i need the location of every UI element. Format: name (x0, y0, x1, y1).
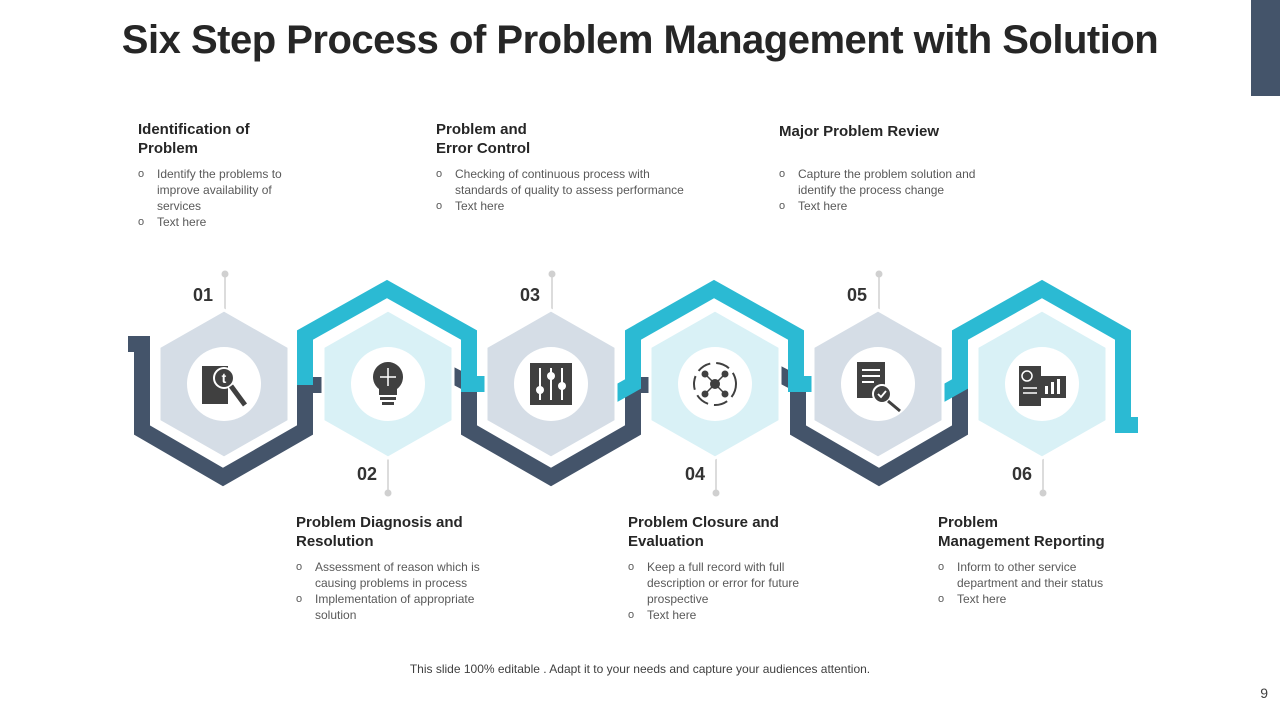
network-cycle-icon (693, 362, 737, 406)
step-1-heading: Identification of Problem (138, 121, 250, 157)
step-4-heading: Problem Closure and Evaluation (628, 514, 779, 550)
control-sliders-icon (530, 363, 572, 405)
step-2-heading: Problem Diagnosis and Resolution (296, 514, 463, 550)
step-number-02: 02 (356, 464, 378, 484)
teal-zigzag-path (297, 279, 1138, 444)
step-6-heading: Problem Management Reporting (938, 514, 1105, 550)
document-review-icon (857, 362, 901, 413)
connector-lines (221, 270, 1047, 497)
step-number-05: 05 (846, 285, 868, 305)
corner-accent-bar (1251, 0, 1280, 96)
step-number-01: 01 (192, 285, 214, 305)
report-chart-icon (1019, 366, 1066, 406)
search-problem-icon: t (202, 366, 248, 407)
slide-footer-note: This slide 100% editable . Adapt it to y… (409, 662, 871, 676)
step-5-heading: Major Problem Review (779, 123, 940, 140)
svg-text:t: t (222, 370, 227, 386)
step-number-06: 06 (1011, 464, 1033, 484)
step-number-03: 03 (519, 285, 541, 305)
step-number-04: 04 (684, 464, 706, 484)
step-3-heading: Problem and Error Control (436, 121, 531, 157)
lightbulb-puzzle-icon (373, 362, 403, 405)
slide-title: Six Step Process of Problem Management w… (121, 18, 1159, 62)
page-number: 9 (1260, 685, 1268, 701)
dark-zigzag-path (128, 326, 968, 487)
